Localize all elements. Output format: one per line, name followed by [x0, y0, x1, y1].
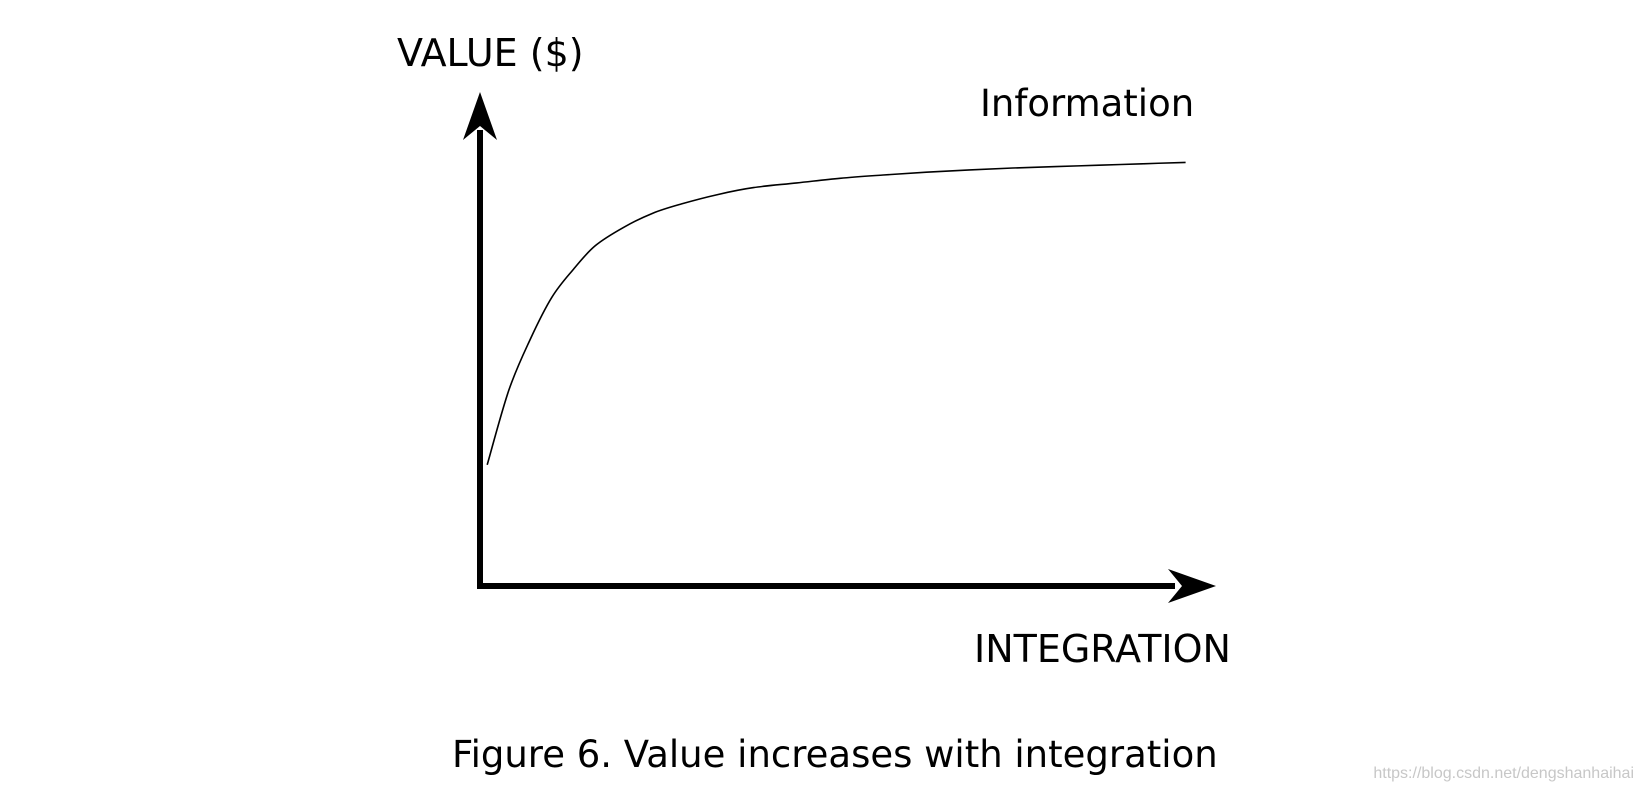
- y-axis-label: VALUE ($): [397, 31, 584, 75]
- figure-caption: Figure 6. Value increases with integrati…: [452, 733, 1218, 776]
- watermark-url: https://blog.csdn.net/dengshanhaihai: [1373, 765, 1634, 782]
- y-axis-arrowhead: [463, 92, 497, 140]
- series-label-information: Information: [980, 82, 1195, 125]
- series-group: [486, 161, 1186, 466]
- x-axis-label: INTEGRATION: [974, 627, 1231, 671]
- series-line-information: [486, 161, 1186, 466]
- x-axis-arrowhead: [1168, 569, 1216, 603]
